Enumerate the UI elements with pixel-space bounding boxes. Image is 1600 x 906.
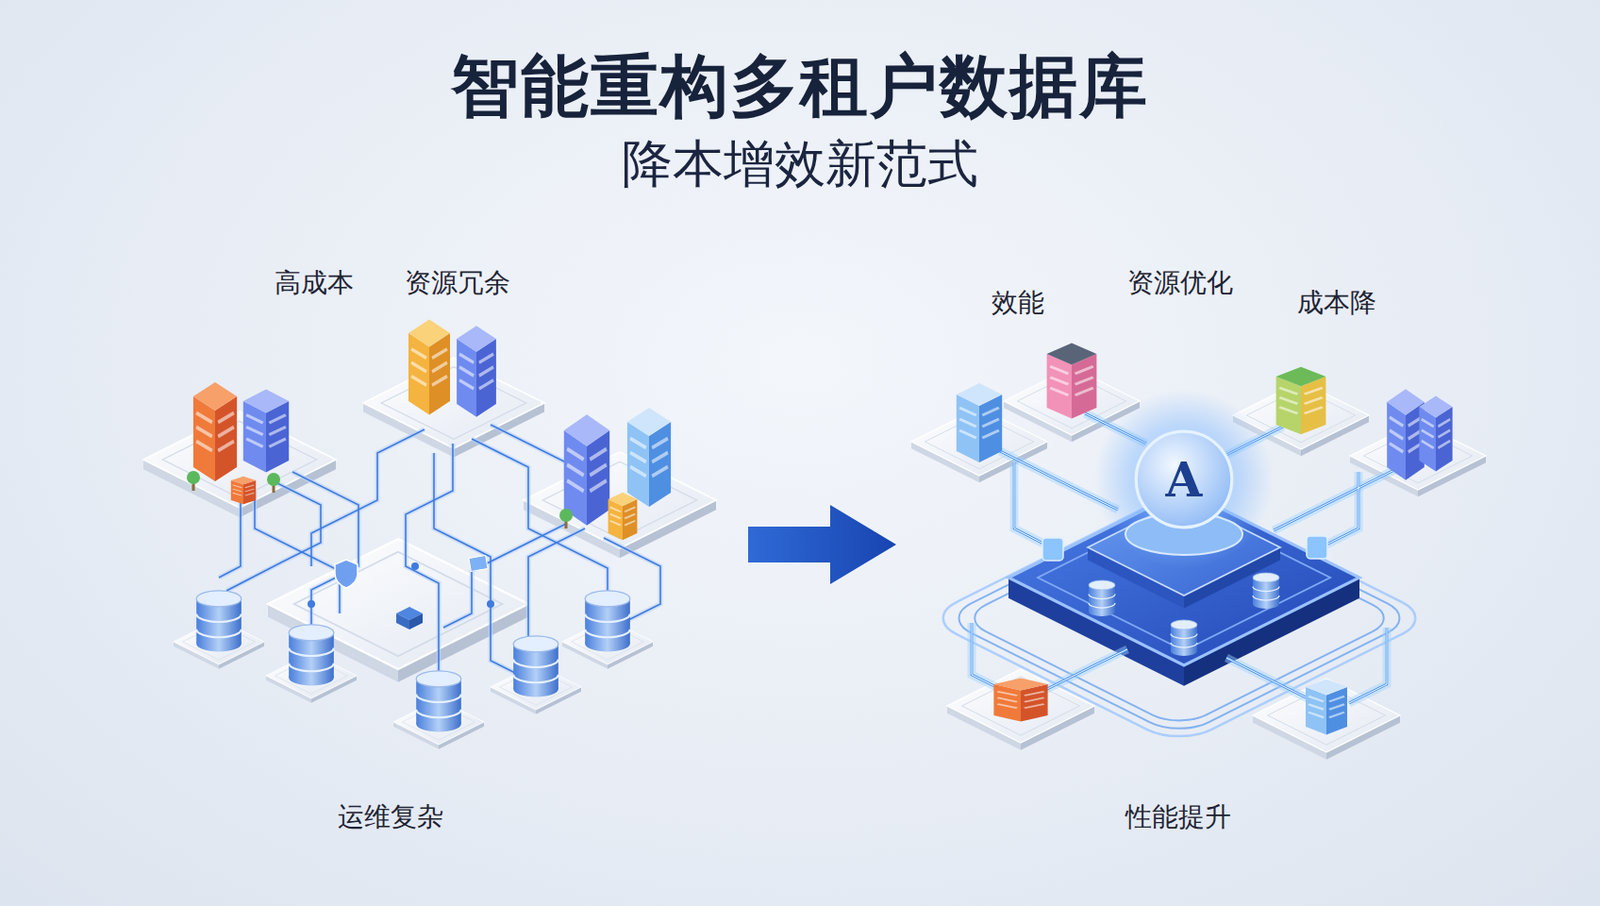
- keyword-label: 高成本: [274, 265, 354, 301]
- transition-arrow: [748, 504, 897, 584]
- right-cluster: [911, 343, 1486, 760]
- subtitle: 降本增效新范式: [621, 130, 979, 200]
- circle-shape: [1135, 431, 1233, 528]
- hub-letter: A: [1166, 451, 1203, 508]
- title: 智能重构多租户数据库: [450, 41, 1150, 133]
- keyword-label: 运维复杂: [337, 799, 444, 835]
- keyword-label: 效能: [991, 284, 1045, 321]
- keyword-label: 性能提升: [1125, 799, 1232, 835]
- keyword-label: 资源优化: [1127, 265, 1234, 301]
- keyword-label: 成本降: [1297, 284, 1377, 321]
- ai-hub-circle: A: [1133, 428, 1235, 531]
- left-cluster: [143, 319, 717, 750]
- keyword-label: 资源冗余: [404, 265, 511, 301]
- node-text-wrap: A: [1133, 428, 1235, 531]
